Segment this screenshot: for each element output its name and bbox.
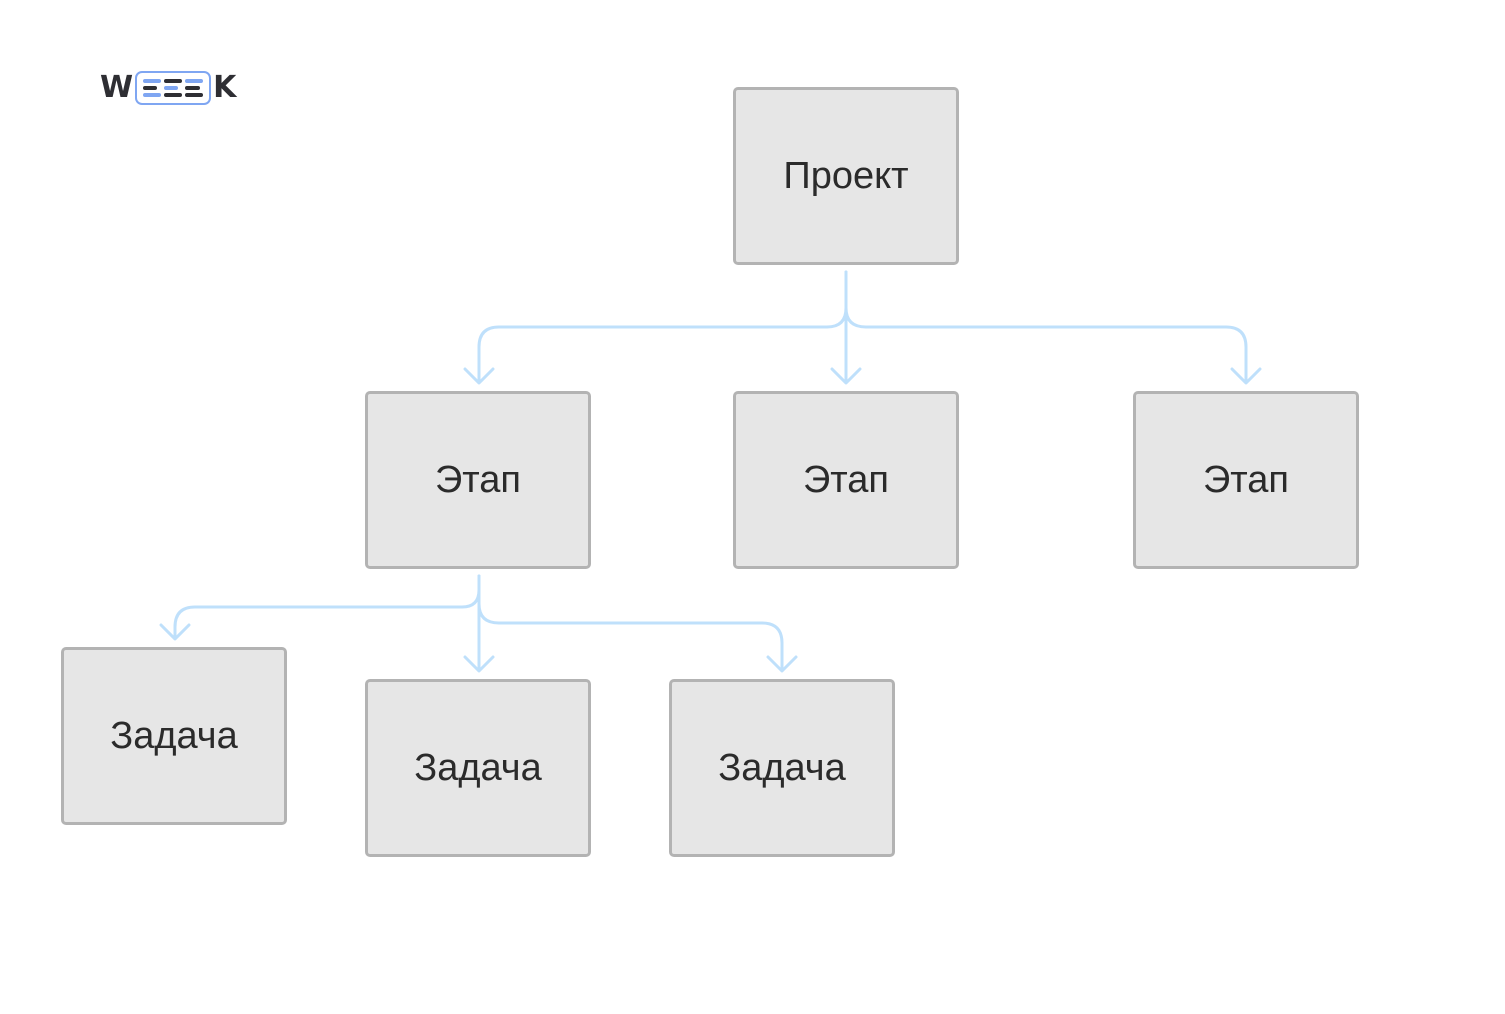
logo-e-box-icon	[135, 71, 212, 105]
node-project[interactable]: Проект	[733, 87, 959, 265]
connector-stage-task-1	[173, 574, 481, 640]
node-stage-label: Этап	[1202, 458, 1289, 501]
node-stage-2[interactable]: Этап	[733, 391, 959, 569]
weeek-logo: W K	[100, 68, 242, 108]
connector-root-stage-3	[844, 306, 1248, 384]
arrowhead-stage-3	[1230, 367, 1262, 385]
connector-root-stage-1	[477, 270, 848, 384]
node-stage-3[interactable]: Этап	[1133, 391, 1359, 569]
arrowhead-task-1	[159, 623, 191, 641]
node-project-label: Проект	[783, 154, 909, 197]
node-stage-1[interactable]: Этап	[365, 391, 591, 569]
node-task-label: Задача	[110, 714, 238, 757]
logo-letter-k: K	[213, 70, 237, 105]
node-stage-label: Этап	[802, 458, 889, 501]
arrowhead-task-2	[463, 655, 495, 673]
node-task-2[interactable]: Задача	[365, 679, 591, 857]
arrowhead-stage-2	[830, 367, 862, 385]
node-task-label: Задача	[414, 746, 542, 789]
logo-e-icon	[185, 79, 204, 97]
connector-stage-task-3	[477, 602, 784, 672]
logo-e-icon	[142, 79, 161, 97]
arrowhead-task-3	[766, 655, 798, 673]
logo-e-icon	[164, 79, 183, 97]
node-task-1[interactable]: Задача	[61, 647, 287, 825]
node-task-3[interactable]: Задача	[669, 679, 895, 857]
logo-letter-w: W	[100, 70, 134, 105]
arrowhead-stage-1	[463, 367, 495, 385]
node-stage-label: Этап	[434, 458, 521, 501]
node-task-label: Задача	[718, 746, 846, 789]
